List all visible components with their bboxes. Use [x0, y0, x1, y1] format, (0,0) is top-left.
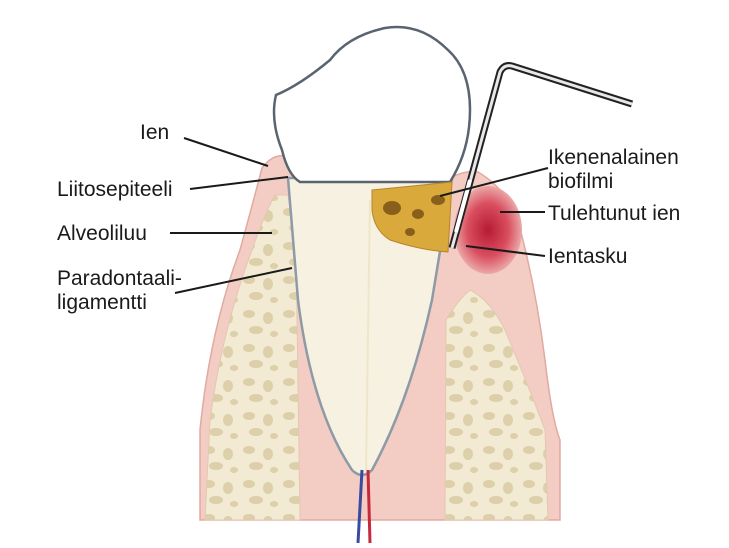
- label-ientasku: Ientasku: [548, 245, 627, 269]
- tooth-crown: [274, 27, 470, 182]
- root-artery: [368, 470, 370, 543]
- biofilm-spot: [405, 228, 415, 236]
- label-biofilmi-2: biofilmi: [548, 170, 613, 194]
- label-ien: Ien: [140, 121, 169, 145]
- label-paradontaali-1: Paradontaali-: [57, 267, 182, 291]
- label-paradontaali-2: ligamentti: [57, 291, 147, 315]
- label-alveoliluu: Alveoliluu: [57, 222, 147, 246]
- biofilm-spot: [431, 195, 445, 205]
- label-biofilmi-1: Ikenenalainen: [548, 146, 679, 170]
- label-tulehtunut-ien: Tulehtunut ien: [548, 202, 680, 226]
- biofilm-spot: [412, 209, 424, 219]
- biofilm-spot: [383, 201, 401, 215]
- label-liitosepiteeli: Liitosepiteeli: [57, 178, 173, 202]
